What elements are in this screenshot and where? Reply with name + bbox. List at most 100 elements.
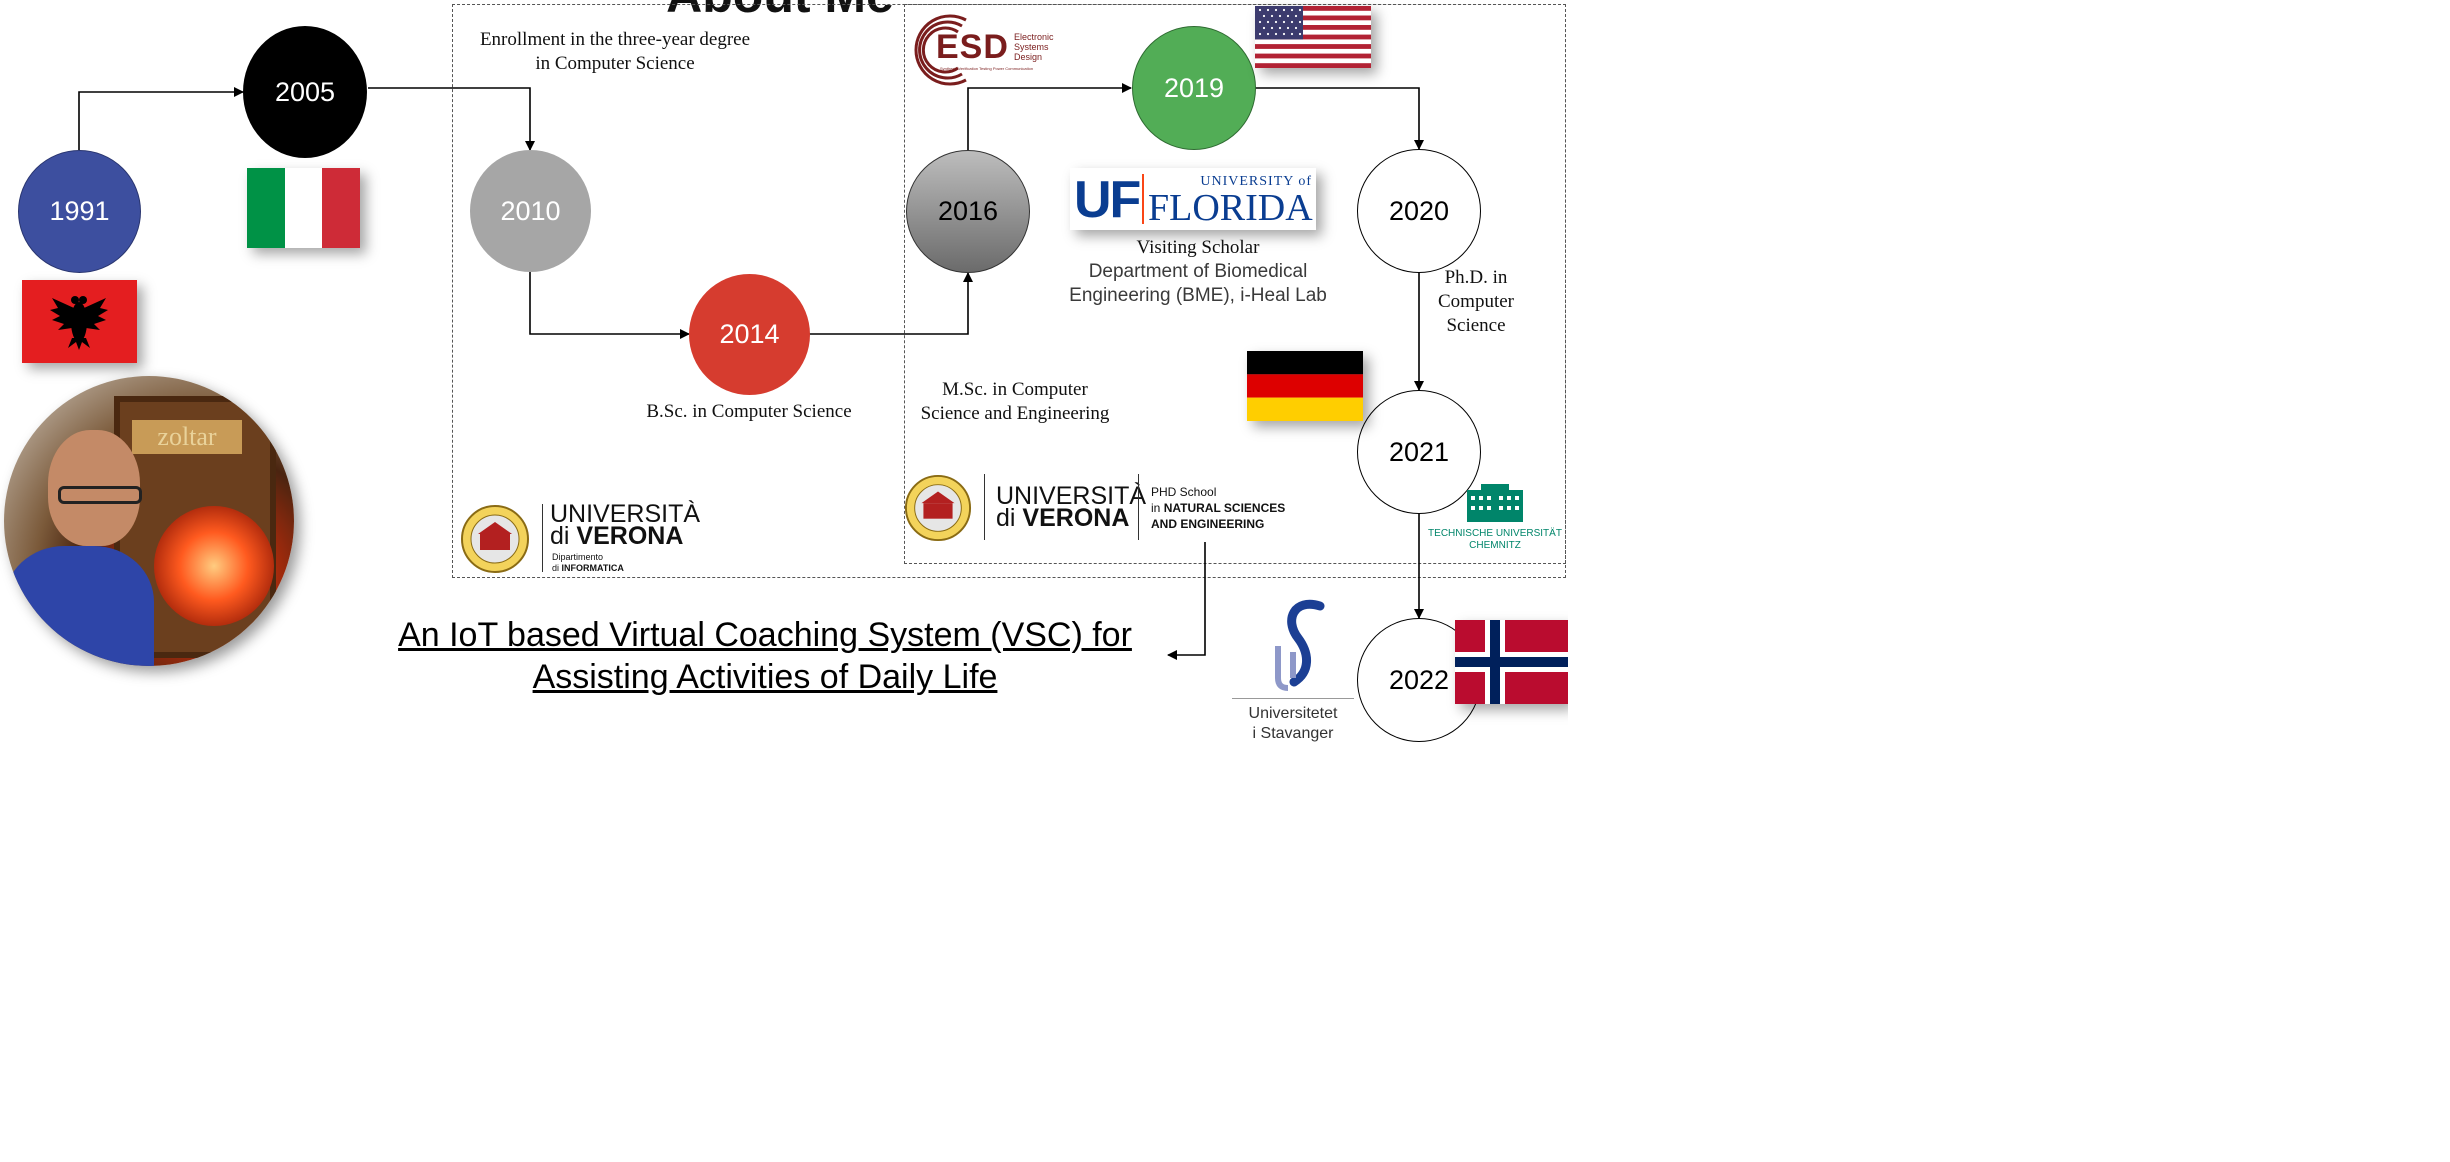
norway-flag <box>1455 620 1568 704</box>
arrow-2010-2014 <box>529 272 690 339</box>
phd-line-3: Science <box>1446 315 1506 336</box>
uf-divider <box>1142 174 1144 224</box>
node-2016: 2016 <box>906 150 1030 273</box>
msc-caption: M.Sc. in Computer Science and Engineerin… <box>905 378 1125 426</box>
node-label: 2021 <box>1388 436 1450 467</box>
node-label: 2022 <box>1388 664 1450 695</box>
esd-logo: ESD Electronic Systems Design Synthesis … <box>906 10 1066 90</box>
tu-chemnitz-name: TECHNISCHE UNIVERSITÄT CHEMNITZ <box>1422 528 1568 552</box>
enrollment-line-2: in Computer Science <box>535 53 695 74</box>
bme-line-2: Engineering (BME), i-Heal Lab <box>1069 285 1327 306</box>
node-2005: 2005 <box>243 26 367 158</box>
phd-school-2: in NATURAL SCIENCES <box>1151 500 1285 516</box>
univr-b-name-2: di VERONA <box>996 504 1129 533</box>
timeline-connectors <box>78 83 1424 660</box>
visiting-caption: Visiting Scholar <box>1136 237 1260 258</box>
tu-chemnitz-logo: TECHNISCHE UNIVERSITÄT CHEMNITZ <box>1422 482 1568 558</box>
photo-person-shirt <box>4 546 154 666</box>
photo-glow <box>154 506 274 626</box>
verona-seal-icon <box>904 474 972 542</box>
arrow-1991-2005 <box>78 87 244 150</box>
phd-school-eng: AND ENGINEERING <box>1151 517 1265 531</box>
esd-name-line-2: Systems <box>1014 42 1049 52</box>
uf-logo: UF UNIVERSITY of FLORIDA <box>1070 168 1316 230</box>
enrollment-line-1: Enrollment in the three-year degree <box>479 29 751 50</box>
uis-rule <box>1232 698 1354 699</box>
univr-informatica-logo: UNIVERSITÀ di VERONA Dipartimento di INF… <box>460 500 700 576</box>
tu-name-1: TECHNISCHE UNIVERSITÄT <box>1428 528 1562 539</box>
uf-university: UNIVERSITY of <box>1200 174 1312 189</box>
univr-dept-di: di <box>552 563 560 573</box>
arrow-2019-2020 <box>1255 87 1424 150</box>
univr-b-verona: VERONA <box>1022 504 1130 532</box>
uis-mark-icon <box>1275 599 1325 691</box>
univr-divider <box>542 504 543 572</box>
phd-school-in: in <box>1151 501 1161 515</box>
arrow-2005-2010 <box>368 87 535 151</box>
verona-seal-icon <box>461 505 529 573</box>
univr-dept-1: Dipartimento <box>552 552 604 562</box>
albania-flag <box>22 280 137 363</box>
phd-caption: Ph.D. in Computer Science <box>1426 266 1526 338</box>
phd-school-natural: NATURAL SCIENCES <box>1163 501 1286 515</box>
phd-school-1: PHD School <box>1151 485 1217 499</box>
uis-logo: Universitetet i Stavanger <box>1230 596 1356 744</box>
arrow-2016-2019 <box>967 83 1132 150</box>
esd-swoosh-icon <box>914 14 967 86</box>
node-2020: 2020 <box>1357 149 1481 273</box>
phd-line-2: Computer <box>1438 291 1514 312</box>
bme-caption: Department of Biomedical Engineering (BM… <box>1048 260 1348 308</box>
univr-dept-2: di INFORMATICA <box>552 563 624 574</box>
msc-phd-box <box>904 4 1566 564</box>
arrow-phd-thesis <box>1167 542 1206 660</box>
node-label: 2014 <box>719 319 780 349</box>
univr-dept-informatica: INFORMATICA <box>561 563 624 573</box>
photo-glasses <box>58 486 142 504</box>
node-label: 2019 <box>1163 72 1225 103</box>
tu-chemnitz-building-icon <box>1467 484 1523 522</box>
node-2019: 2019 <box>1132 26 1256 150</box>
bme-line-1: Department of Biomedical <box>1088 261 1308 282</box>
node-label: 2005 <box>274 76 336 107</box>
tu-name-2: CHEMNITZ <box>1469 540 1521 551</box>
msc-line-1: M.Sc. in Computer <box>942 379 1088 400</box>
msc-line-2: Science and Engineering <box>920 403 1110 424</box>
phd-school: PHD School in NATURAL SCIENCES AND ENGIN… <box>1151 484 1285 532</box>
node-1991: 1991 <box>18 150 141 273</box>
univr-b-name-1: UNIVERSITÀ <box>996 482 1147 510</box>
photo-sign: zoltar <box>132 420 242 454</box>
node-label: 2016 <box>937 196 999 226</box>
phd-divider <box>1138 474 1139 540</box>
phd-line-1: Ph.D. in <box>1444 267 1508 288</box>
arrow-2014-2016 <box>809 272 973 335</box>
germany-flag <box>1247 351 1363 421</box>
univr-name-2: di VERONA <box>550 522 683 551</box>
thesis-line-2: Assisting Activities of Daily Life <box>532 658 998 696</box>
thesis-title: An IoT based Virtual Coaching System (VS… <box>380 614 1150 698</box>
phd-school-3: AND ENGINEERING <box>1151 516 1285 532</box>
univr-name-1: UNIVERSITÀ <box>550 500 701 528</box>
enrollment-caption: Enrollment in the three-year degree in C… <box>460 28 770 76</box>
uis-name: Universitetet i Stavanger <box>1230 704 1356 744</box>
esd-name-line-1: Electronic <box>1014 32 1054 42</box>
uis-name-2: i Stavanger <box>1252 725 1334 742</box>
node-label: 1991 <box>49 196 110 226</box>
esd-tagline: Synthesis Verification Testing Power Com… <box>940 66 1034 71</box>
univr-di: di <box>550 522 570 550</box>
node-2010: 2010 <box>470 150 591 272</box>
uis-name-1: Universitetet <box>1248 705 1338 722</box>
thesis-line-1: An IoT based Virtual Coaching System (VS… <box>398 616 1132 654</box>
node-2021: 2021 <box>1357 390 1481 514</box>
univr-phd-logo: UNIVERSITÀ di VERONA PHD School in NATUR… <box>904 470 1304 546</box>
univr-b-divider <box>984 474 985 540</box>
univr-verona: VERONA <box>576 522 684 550</box>
univr-b-di: di <box>996 504 1016 532</box>
page-title: About Me <box>600 0 960 24</box>
univr-dept: Dipartimento di INFORMATICA <box>552 552 624 574</box>
esd-letters: ESD <box>936 28 1009 66</box>
esd-name: Electronic Systems Design <box>1014 32 1054 62</box>
uf-mark: UF <box>1074 171 1141 229</box>
bsc-caption: B.Sc. in Computer Science <box>646 401 852 422</box>
node-label: 2010 <box>500 195 561 226</box>
profile-photo: zoltar <box>4 376 294 666</box>
